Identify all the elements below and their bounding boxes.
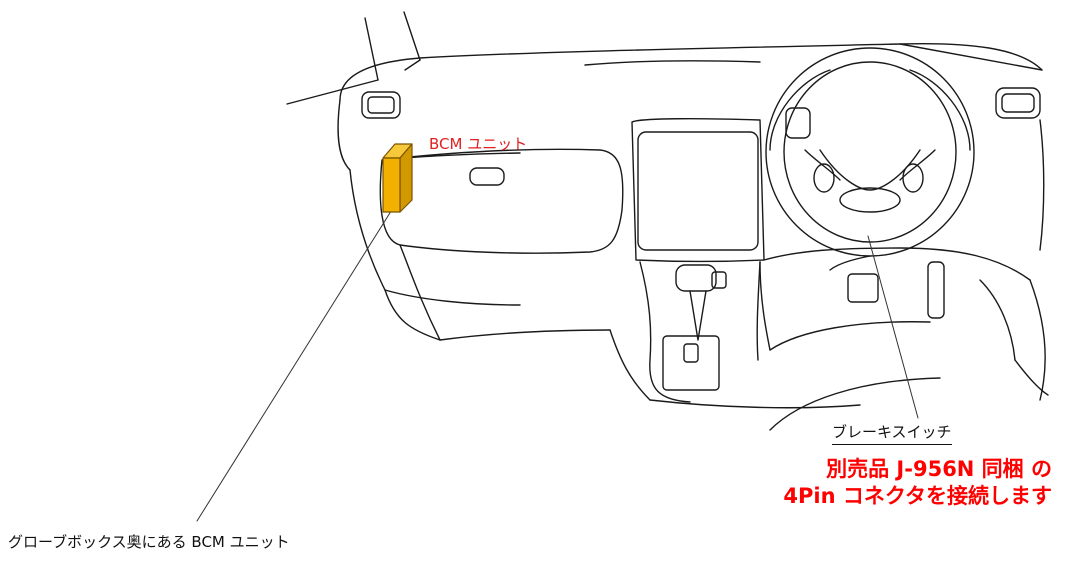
brake-switch-leader-line (867, 235, 919, 419)
bcm-leader-line (196, 199, 399, 522)
dashboard-outline (337, 42, 1043, 171)
bcm-unit-box (382, 143, 413, 213)
driver-side-dash (759, 119, 1049, 431)
center-display (631, 117, 765, 263)
glovebox-bcm-label: グローブボックス奥にある BCM ユニット (8, 533, 290, 551)
connector-note-line2: 4Pin コネクタを接続します (783, 484, 1052, 508)
gear-shifter (639, 261, 761, 403)
connector-note: 別売品 J-956N 同梱 の 4Pin コネクタを接続します (783, 456, 1052, 510)
glove-box (379, 148, 624, 254)
brake-switch-label: ブレーキスイッチ (832, 421, 952, 445)
lower-left-dash (349, 169, 611, 341)
bcm-unit-label: BCM ユニット (429, 135, 528, 153)
a-pillar-lines (286, 11, 421, 105)
steering-wheel (765, 47, 975, 271)
connector-note-line1: 別売品 J-956N 同梱 の (826, 457, 1052, 481)
right-air-vent (785, 87, 1041, 139)
passenger-floor (609, 329, 861, 409)
left-air-vent (361, 91, 401, 119)
